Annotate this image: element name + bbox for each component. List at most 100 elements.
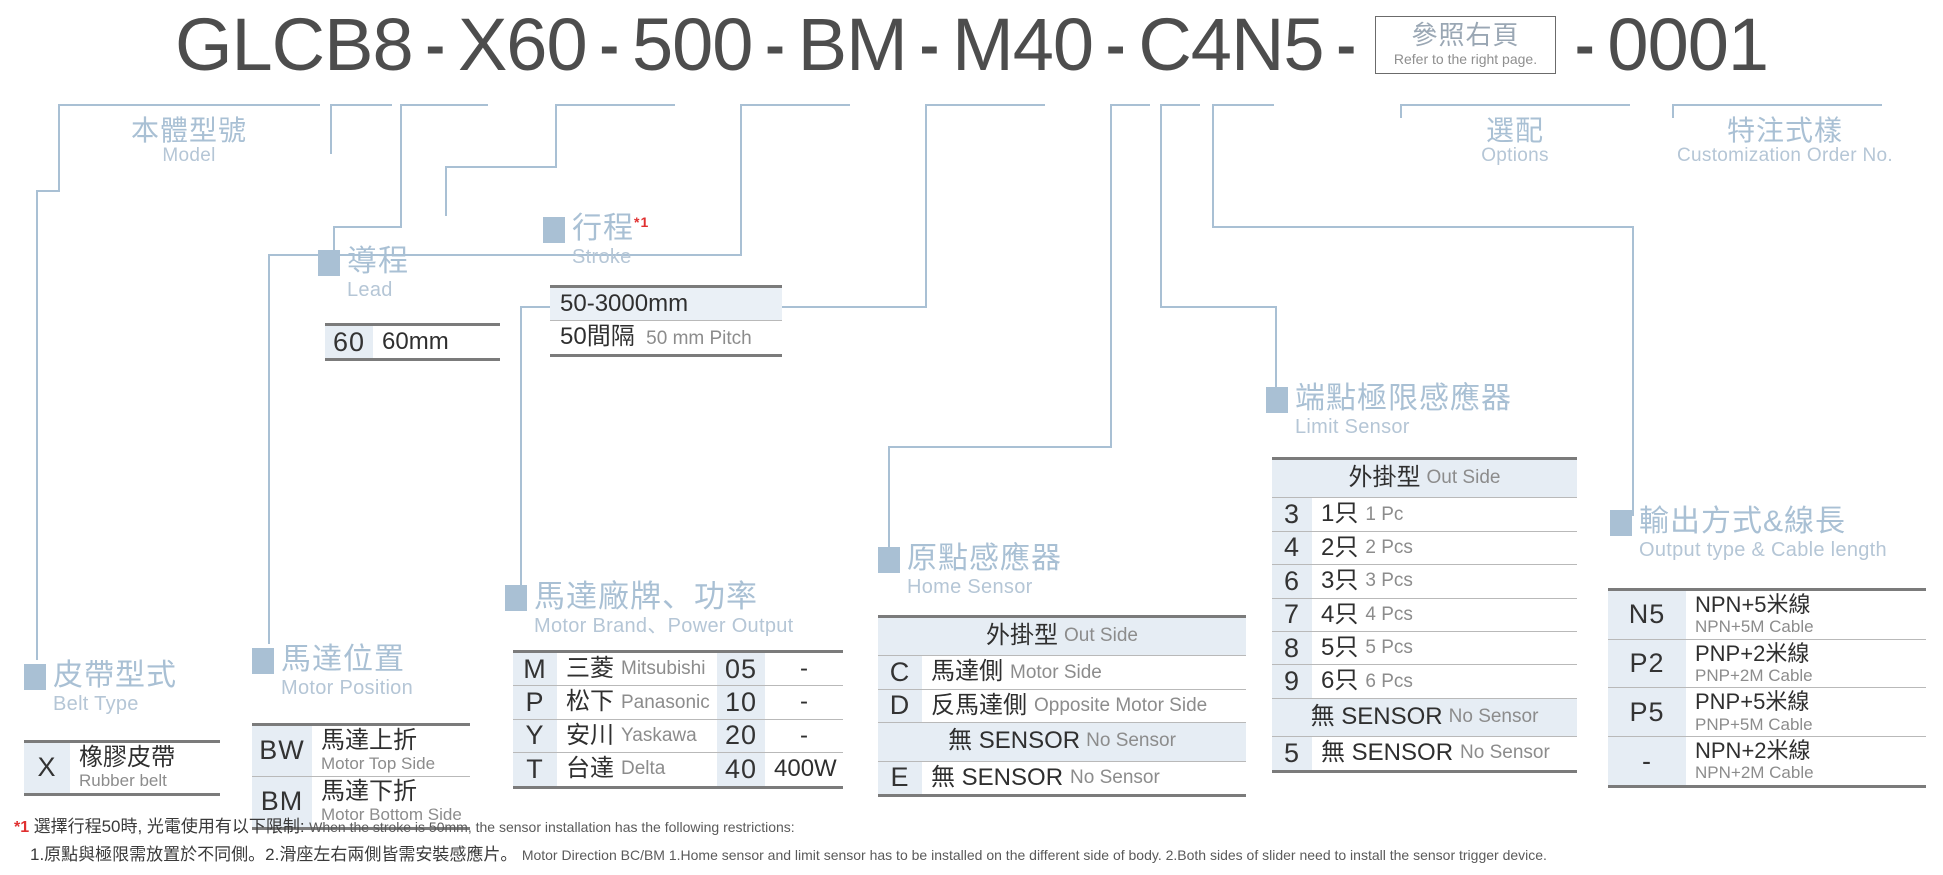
home-sensor-band-cn: 無 SENSOR: [948, 727, 1081, 755]
output-desc: NPN+5米線 NPN+5M Cable: [1686, 591, 1926, 639]
tick-output: [1212, 104, 1274, 106]
table-row[interactable]: T 台達 Delta 40 400W: [513, 753, 843, 786]
table-row[interactable]: Y 安川 Yaskawa 20 -: [513, 719, 843, 754]
motor-power: -: [765, 653, 843, 685]
table-row[interactable]: P2 PNP+2米線 PNP+2M Cable: [1608, 639, 1926, 689]
code-segment-options-box: 參照右頁 Refer to the right page.: [1374, 16, 1557, 74]
section-home-sensor-en: Home Sensor: [907, 575, 1033, 598]
section-motor-brand-cn: 馬達廠牌、功率: [534, 579, 758, 614]
table-row[interactable]: P5 PNP+5米線 PNP+5M Cable: [1608, 688, 1926, 738]
heading-options: 選配 Options: [1400, 116, 1630, 168]
footnote-marker: *1: [14, 819, 30, 836]
table-row[interactable]: N5 NPN+5米線 NPN+5M Cable: [1608, 591, 1926, 640]
limit-sensor-desc: 4只 4 Pcs: [1312, 599, 1577, 631]
section-belt-cn: 皮帶型式: [53, 659, 177, 692]
limit-sensor-header-en: Out Side: [1426, 467, 1501, 489]
home-sensor-no-sensor-band: 無 SENSOR No Sensor: [878, 723, 1246, 762]
limit-sensor-cn: 5只: [1321, 633, 1359, 661]
belt-desc: 橡膠皮帶 Rubber belt: [70, 743, 220, 793]
motor-brand-desc: 台達 Delta: [557, 753, 717, 785]
limit-sensor-cn: 2只: [1321, 533, 1359, 561]
code-segment-sensor: C4N5: [1138, 3, 1324, 86]
belt-code: X: [24, 743, 70, 793]
home-sensor-desc: 反馬達側 Opposite Motor Side: [922, 690, 1246, 722]
leader-hs-h: [888, 446, 1112, 448]
leader-mb-v2: [520, 306, 522, 586]
heading-model: 本體型號 Model: [58, 116, 320, 168]
motor-brand-cn: 松下: [566, 688, 614, 716]
section-stroke-cn: 行程*1: [572, 212, 650, 245]
belt-desc-cn: 橡膠皮帶: [79, 744, 175, 771]
table-output-type: N5 NPN+5米線 NPN+5M Cable P2 PNP+2米線 PNP+2…: [1608, 588, 1926, 788]
limit-sensor-desc: 無 SENSOR No Sensor: [1312, 737, 1577, 769]
table-row[interactable]: 4 2只 2 Pcs: [1272, 531, 1577, 566]
heading-model-en: Model: [162, 145, 216, 167]
tick-stroke: [555, 104, 675, 106]
table-row[interactable]: 6 3只 3 Pcs: [1272, 565, 1577, 599]
footnote-2-en: Motor Direction BC/BM 1.Home sensor and …: [521, 847, 1547, 863]
table-row[interactable]: E 無 SENSOR No Sensor: [878, 761, 1246, 794]
table-row[interactable]: 8 5只 5 Pcs: [1272, 631, 1577, 666]
tick-options: [1400, 104, 1630, 106]
table-row[interactable]: M 三菱 Mitsubishi 05 -: [513, 653, 843, 687]
lead-code: 60: [325, 326, 373, 359]
leader-mp-v2: [268, 254, 270, 644]
stroke-pitch-row[interactable]: 50間隔 50 mm Pitch: [550, 321, 782, 354]
output-desc: NPN+2米線 NPN+2M Cable: [1686, 737, 1926, 785]
table-row[interactable]: D 反馬達側 Opposite Motor Side: [878, 689, 1246, 724]
tick-customization: [1672, 104, 1882, 106]
table-row[interactable]: C 馬達側 Motor Side: [878, 656, 1246, 690]
motor-position-desc-en: Motor Bottom Side: [321, 805, 462, 825]
leader-stroke-v2: [445, 166, 447, 216]
limit-sensor-cn: 4只: [1321, 600, 1359, 628]
table-motor-position: BW 馬達上折 Motor Top Side BM 馬達下折 Motor Bot…: [252, 723, 470, 830]
limit-sensor-band-en: No Sensor: [1448, 706, 1539, 727]
table-row[interactable]: 9 6只 6 Pcs: [1272, 665, 1577, 699]
motor-position-desc-cn: 馬達下折: [321, 777, 417, 805]
tick-stroke-left: [555, 104, 557, 118]
motor-brand-desc: 安川 Yaskawa: [557, 720, 717, 752]
table-row[interactable]: 3 1只 1 Pc: [1272, 498, 1577, 532]
home-sensor-band-en: No Sensor: [1086, 730, 1176, 752]
leader-lead-v2: [333, 226, 335, 264]
footnote-2-cn: 1.原點與極限需放置於不同側。2.滑座左右兩側皆需安裝感應片。: [30, 845, 518, 864]
code-dash: -: [765, 12, 785, 78]
section-lead-cn: 導程: [347, 245, 409, 278]
leader-ls-v1: [1160, 118, 1162, 308]
leader-belt-v: [36, 190, 38, 660]
home-sensor-cn: 反馬達側: [931, 691, 1027, 719]
code-dash: -: [599, 12, 619, 78]
leader-model-h: [36, 190, 60, 192]
options-box-cn: 參照右頁: [1411, 20, 1520, 51]
code-dash: -: [1575, 12, 1595, 78]
motor-brand-code: M: [513, 653, 557, 686]
table-row[interactable]: - NPN+2米線 NPN+2M Cable: [1608, 737, 1926, 785]
tick-lead-left: [400, 104, 402, 118]
home-sensor-en: Motor Side: [1010, 661, 1102, 683]
table-row[interactable]: X 橡膠皮帶 Rubber belt: [24, 743, 220, 793]
section-motor-position: 馬達位置 Motor Position: [252, 644, 413, 700]
table-row[interactable]: P 松下 Panasonic 10 -: [513, 686, 843, 720]
home-sensor-header: 外掛型 Out Side: [878, 618, 1246, 657]
motor-brand-cn: 安川: [566, 721, 614, 749]
limit-sensor-en: 5 Pcs: [1365, 637, 1413, 659]
table-row[interactable]: BM 馬達下折 Motor Bottom Side: [252, 776, 470, 827]
section-home-sensor: 原點感應器 Home Sensor: [878, 543, 1062, 599]
output-en: PNP+2M Cable: [1695, 665, 1813, 685]
tick-belt-left: [330, 104, 332, 118]
stroke-range-row[interactable]: 50-3000mm: [550, 288, 782, 322]
table-row[interactable]: 60 60mm: [325, 326, 500, 359]
lead-bullet-icon: [318, 250, 340, 276]
output-desc: PNP+2米線 PNP+2M Cable: [1686, 640, 1926, 688]
limit-sensor-code: 6: [1272, 565, 1312, 598]
table-row[interactable]: 5 無 SENSOR No Sensor: [1272, 737, 1577, 770]
motor-brand-code: Y: [513, 719, 557, 753]
table-limit-sensor: 外掛型 Out Side 3 1只 1 Pc 4 2只 2 Pcs 6 3只 3…: [1272, 457, 1577, 773]
section-output-en: Output type & Cable length: [1639, 538, 1887, 561]
table-belt-type: X 橡膠皮帶 Rubber belt: [24, 740, 220, 796]
table-row[interactable]: BW 馬達上折 Motor Top Side: [252, 726, 470, 777]
table-row[interactable]: 7 4只 4 Pcs: [1272, 598, 1577, 632]
motor-position-desc-en: Motor Top Side: [321, 754, 436, 774]
tick-motor-brand: [925, 104, 1045, 106]
table-lead: 60 60mm: [325, 323, 500, 362]
